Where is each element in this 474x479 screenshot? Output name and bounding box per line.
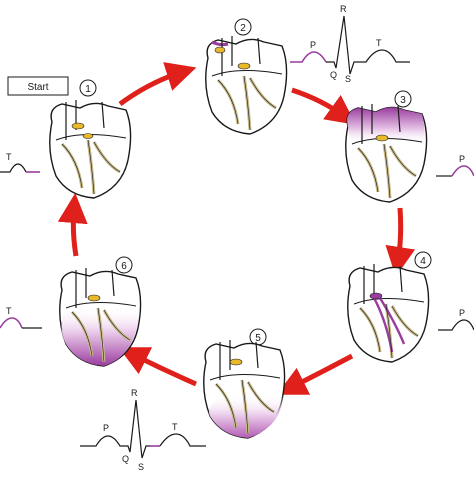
ecg-6-t-label: T — [6, 306, 12, 316]
arrow-1-to-2 — [118, 62, 197, 107]
ecg-4-p-label: P — [459, 308, 465, 318]
ecg-2-t-label: T — [376, 38, 382, 48]
step-number-5-label: 5 — [255, 333, 261, 344]
ecg-trace-2: P R Q S T — [290, 4, 410, 84]
step-number-3-label: 3 — [400, 95, 406, 106]
arrow-3-to-4 — [385, 207, 416, 277]
ecg-trace-6: T — [0, 306, 42, 329]
cycle-arrows — [57, 62, 416, 395]
heart-illustration-3 — [345, 104, 428, 203]
ecg-2-p-label: P — [310, 40, 316, 50]
step-number-3: 3 — [394, 90, 412, 108]
ecg-5-p-label: P — [103, 423, 109, 433]
heart-illustration-5 — [203, 340, 286, 439]
step-number-5: 5 — [249, 328, 267, 346]
step-number-2: 2 — [234, 18, 252, 36]
step-number-4: 4 — [414, 251, 432, 269]
ecg-5-r-label: R — [131, 388, 138, 398]
step-number-6: 6 — [115, 256, 133, 274]
ecg-5-s-label: S — [138, 462, 144, 472]
heart-illustration-1 — [49, 100, 132, 199]
step-number-1-label: 1 — [85, 84, 91, 95]
step-number-2-label: 2 — [240, 23, 246, 34]
arrow-2-to-3 — [291, 87, 357, 125]
ecg-1-t-label: T — [6, 152, 12, 162]
heart-illustration-2 — [205, 36, 288, 135]
ecg-2-s-label: S — [345, 74, 351, 84]
arrow-5-to-6 — [118, 347, 198, 387]
heart-illustration-4 — [347, 264, 430, 363]
start-box: Start — [7, 76, 69, 96]
ecg-2-r-label: R — [340, 4, 347, 14]
arrow-6-to-1 — [57, 193, 88, 257]
ecg-trace-1: T — [0, 152, 40, 173]
arrow-4-to-5 — [276, 353, 354, 395]
ecg-trace-5: P R Q S T — [80, 388, 206, 472]
ecg-2-q-label: Q — [330, 70, 337, 80]
step-number-1: 1 — [79, 79, 97, 97]
step-number-6-label: 6 — [121, 261, 127, 272]
ecg-5-q-label: Q — [122, 454, 129, 464]
ecg-trace-3: P — [436, 154, 474, 177]
start-label: Start — [27, 82, 48, 93]
ecg-trace-4: P — [438, 308, 474, 331]
heart-illustration-6 — [59, 268, 142, 367]
ecg-5-t-label: T — [172, 422, 178, 432]
step-number-4-label: 4 — [420, 256, 426, 267]
ecg-3-p-label: P — [459, 154, 465, 164]
